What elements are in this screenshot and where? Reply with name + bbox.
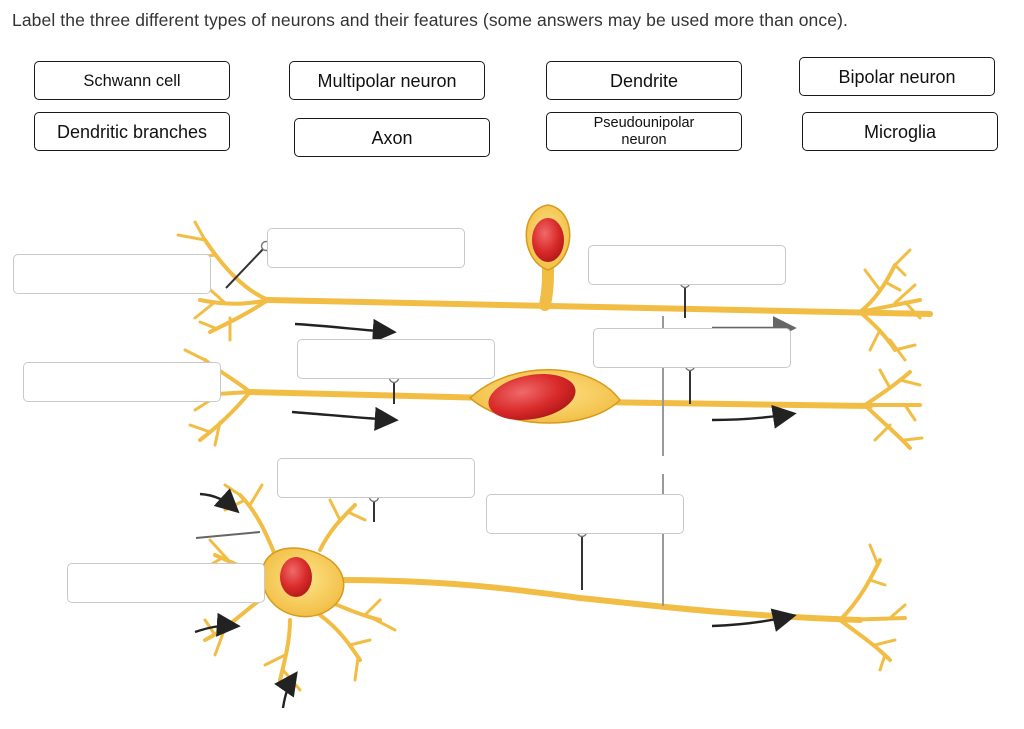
multipolar-nucleus (280, 557, 312, 597)
answer-chip-multipolar-neuron[interactable]: Multipolar neuron (289, 61, 485, 100)
drop-zone-8[interactable] (486, 494, 684, 534)
bipolar-nucleus (488, 374, 576, 420)
answer-chip-dendritic-branches[interactable]: Dendritic branches (34, 112, 230, 151)
drop-zone-7[interactable] (277, 458, 475, 498)
drop-zone-4[interactable] (593, 328, 791, 368)
answer-chip-axon[interactable]: Axon (294, 118, 490, 157)
drop-zone-2[interactable] (13, 254, 211, 294)
arrow-6 (194, 612, 241, 637)
pseudounipolar-nucleus (532, 218, 564, 262)
instruction-text: Label the three different types of neuro… (12, 10, 848, 30)
leader-line-7 (195, 531, 261, 539)
arrow-1 (294, 318, 397, 343)
drop-zone-5[interactable] (297, 339, 495, 379)
arrow-7 (274, 671, 298, 709)
answer-chip-pseudounipolar-neuron[interactable]: Pseudounipolar neuron (546, 112, 742, 151)
drop-zone-3[interactable] (588, 245, 786, 285)
answer-chip-dendrite[interactable]: Dendrite (546, 61, 742, 100)
leader-line-1 (225, 245, 267, 289)
arrow-4 (711, 404, 797, 429)
drop-zone-6[interactable] (23, 362, 221, 402)
arrow-8 (711, 608, 797, 632)
answer-chip-schwann-cell[interactable]: Schwann cell (34, 61, 230, 100)
drop-zone-9[interactable] (67, 563, 265, 603)
arrow-3 (291, 406, 399, 431)
multipolar-neuron-figure (203, 483, 907, 692)
answer-chip-bipolar-neuron[interactable]: Bipolar neuron (799, 57, 995, 96)
arrow-5 (199, 488, 240, 514)
drop-zone-1[interactable] (267, 228, 465, 268)
answer-chip-microglia[interactable]: Microglia (802, 112, 998, 151)
